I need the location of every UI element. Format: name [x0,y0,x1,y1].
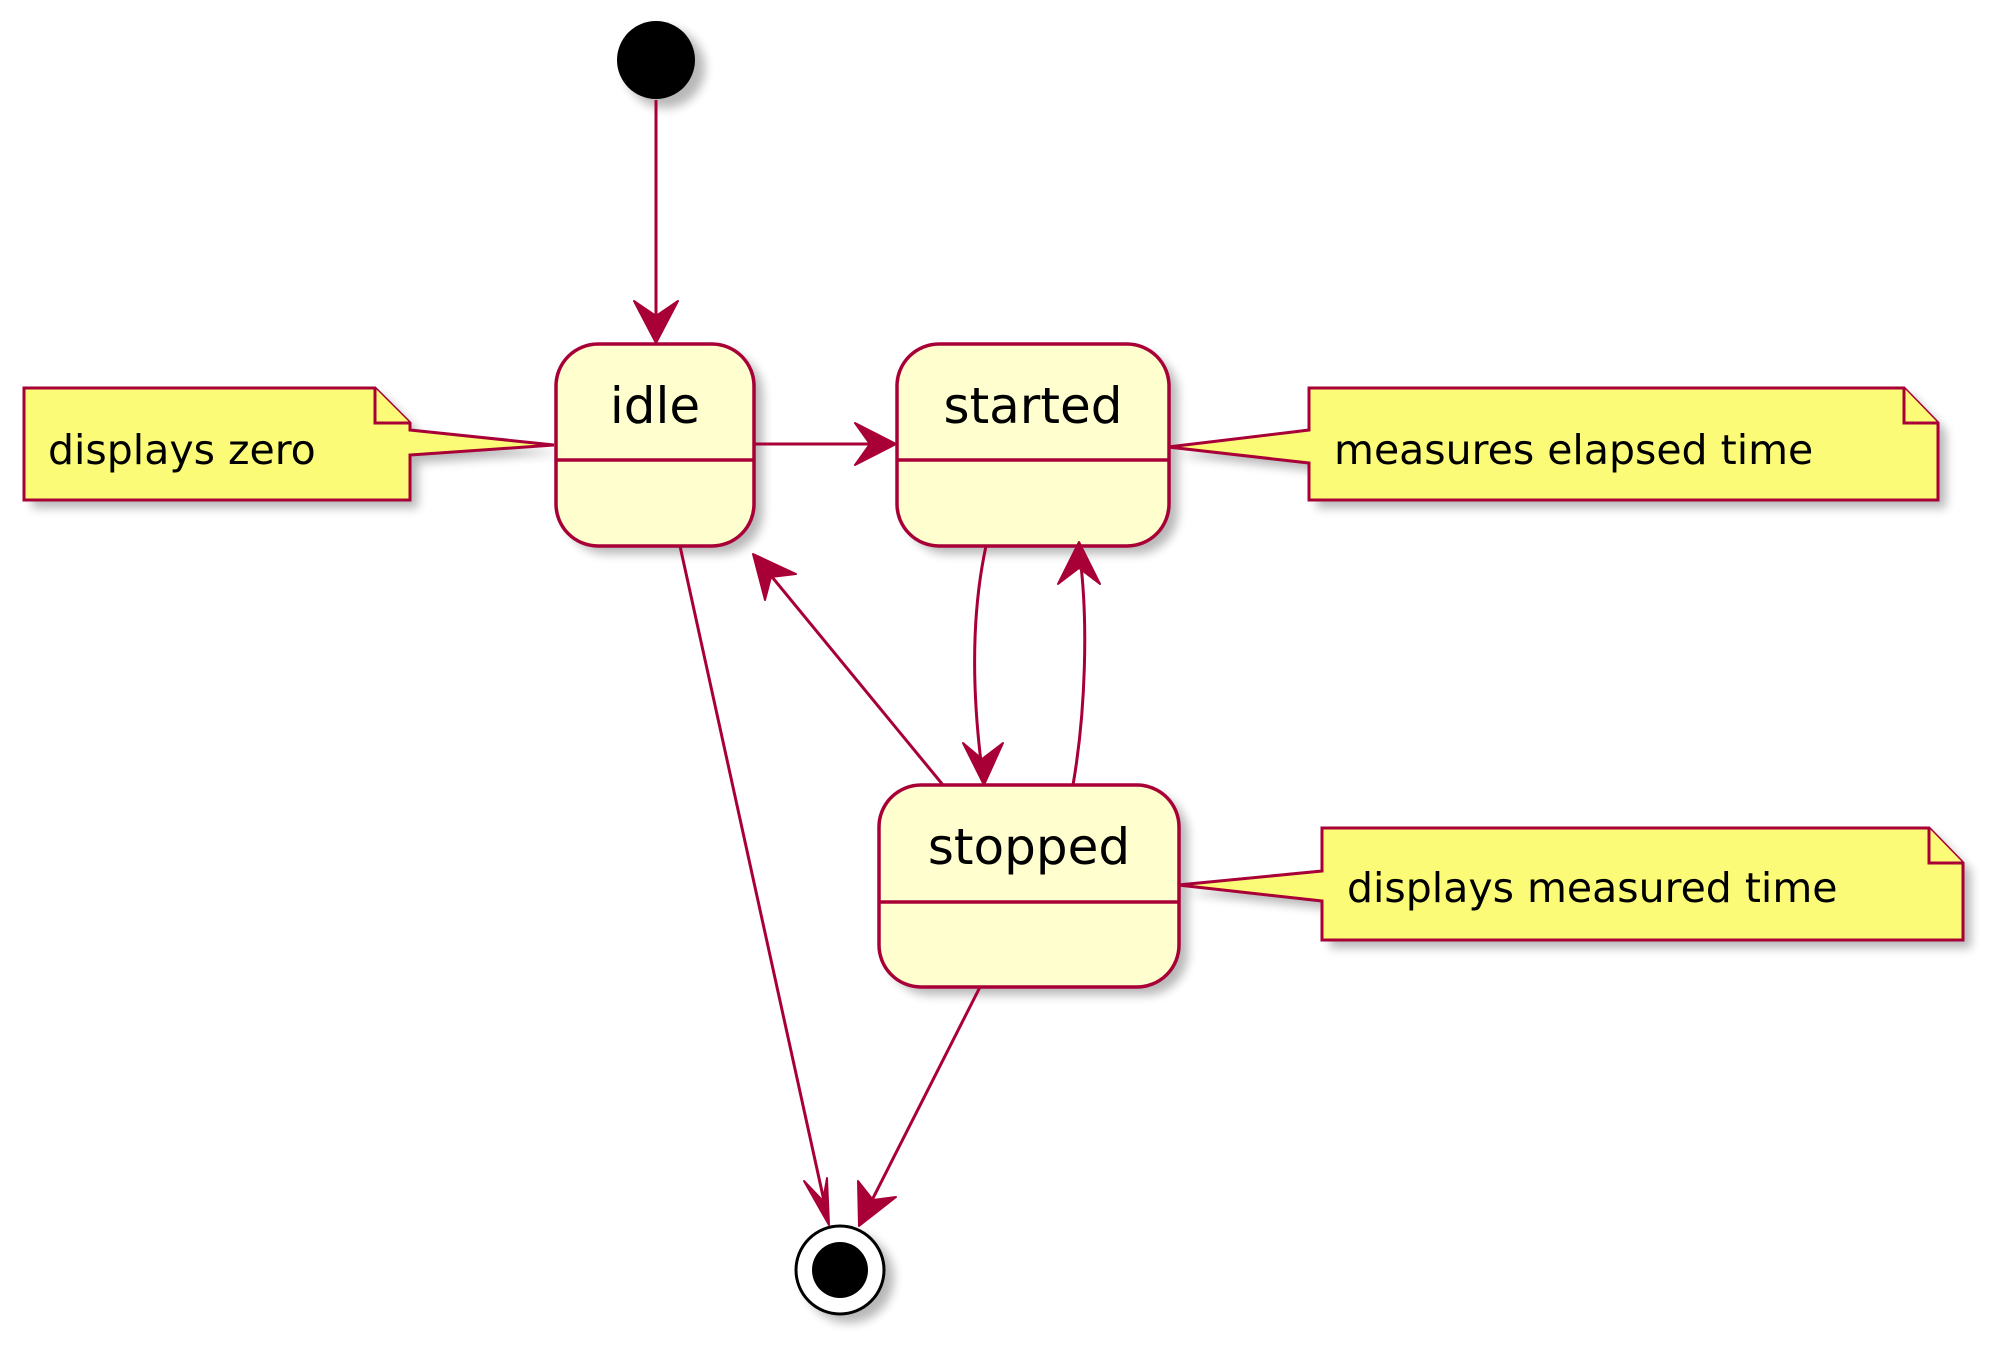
note-idle-text: displays zero [48,426,316,474]
note-idle: displays zero [22,386,562,508]
note-stopped-text: displays measured time [1347,864,1837,912]
note-stopped: displays measured time [1177,826,1971,948]
note-started: measures elapsed time [1167,386,1946,508]
state-stopped: stopped [877,783,1188,995]
transition-stopped-to-final [857,986,982,1227]
initial-state [617,21,705,108]
transition-stopped-to-started [1057,541,1101,786]
transition-started-to-stopped [962,545,1004,786]
transition-idle-to-started [754,422,897,466]
state-started: started [895,342,1178,554]
state-stopped-label: stopped [928,818,1130,876]
state-started-label: started [944,377,1123,435]
transition-stopped-to-idle [752,553,945,786]
state-idle: idle [554,342,763,554]
state-idle-label: idle [610,377,700,435]
transition-idle-to-final [678,545,830,1226]
transition-initial-to-idle [633,100,679,344]
note-started-text: measures elapsed time [1334,426,1813,474]
final-state [794,1224,894,1323]
